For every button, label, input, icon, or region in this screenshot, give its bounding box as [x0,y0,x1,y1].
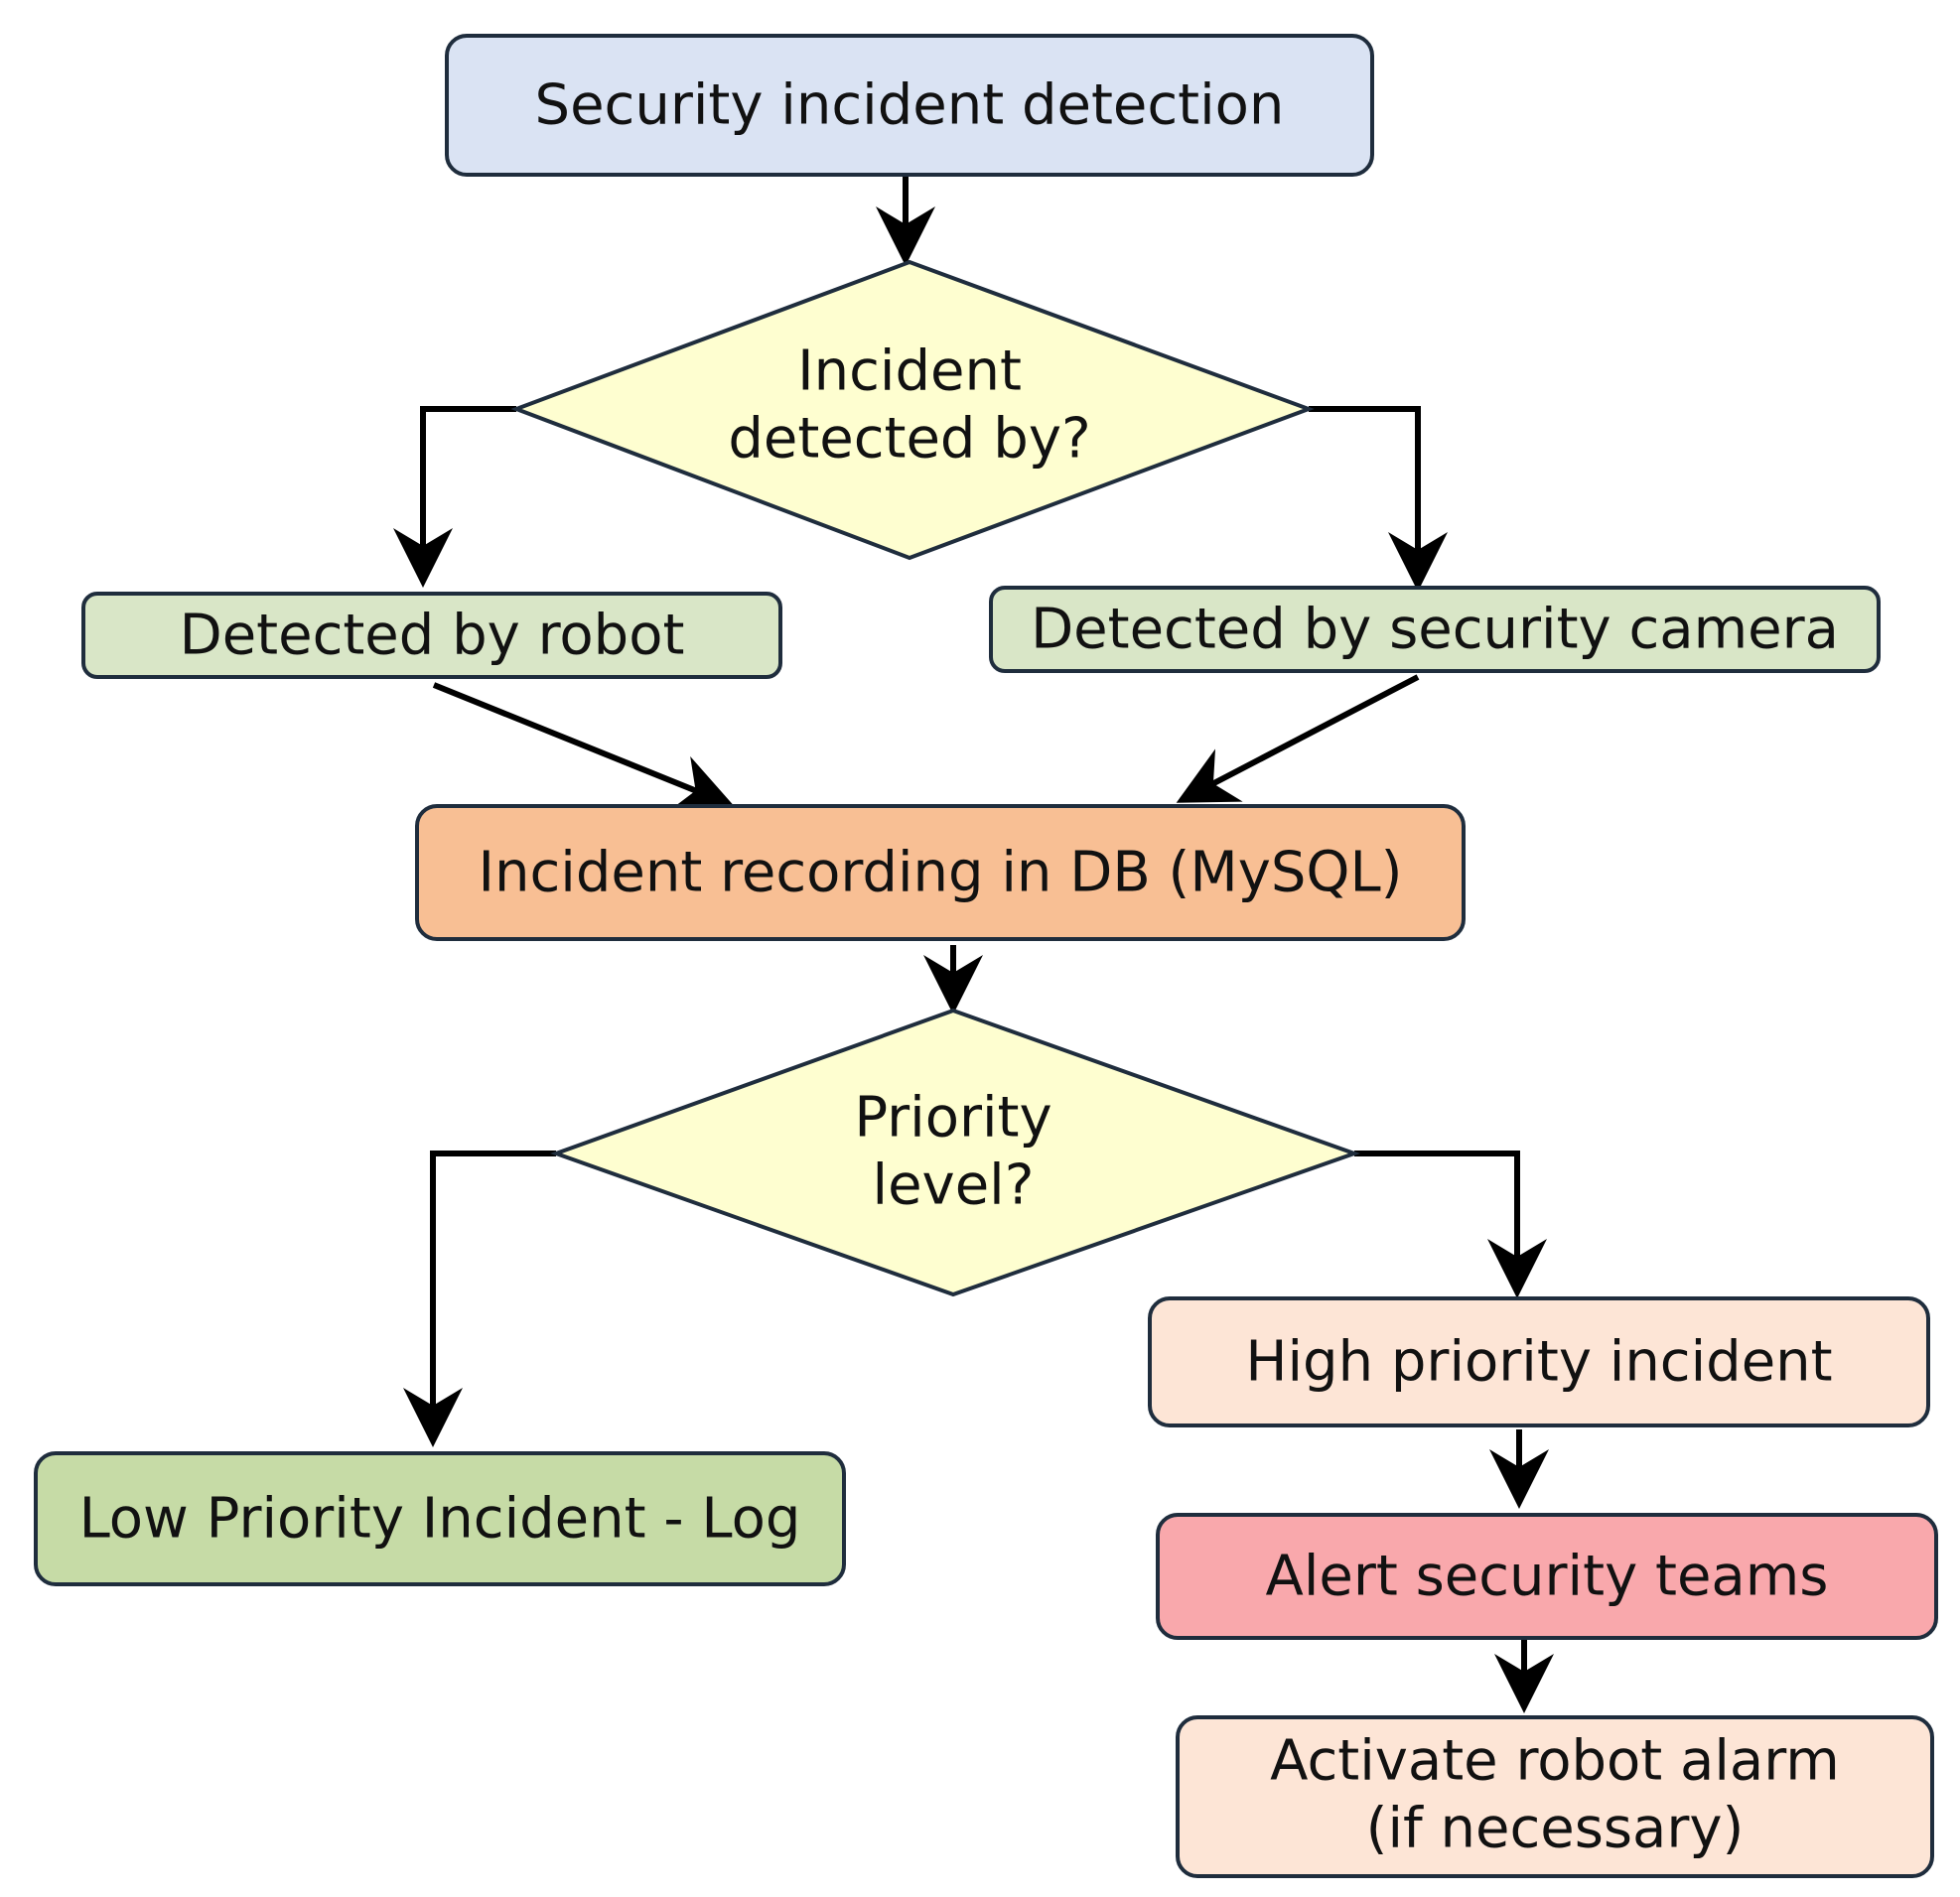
priority-decision-diamond [550,1008,1360,1297]
node-priority-level: Priority level? [550,1008,1360,1297]
arrow-robot-to-record [432,682,735,812]
arrow-decision-to-camera [1309,406,1448,592]
activate-line-1: Activate robot alarm [1270,1729,1840,1794]
node-high-priority: High priority incident [1148,1296,1930,1427]
source-decision-line-1: Incident [797,339,1022,404]
low-label: Low Priority Incident - Log [79,1487,801,1552]
source-decision-line-2: detected by? [728,407,1090,472]
camera-box [989,586,1881,673]
arrow-camera-to-record [1176,674,1420,803]
robot-box [81,592,782,679]
activate-box [1176,1715,1934,1878]
low-box [34,1451,846,1586]
record-box [415,804,1466,941]
robot-label: Detected by robot [180,604,685,668]
arrow-decision-to-robot [393,406,516,588]
priority-decision-line-2: level? [873,1153,1035,1218]
activate-line-2: (if necessary) [1366,1797,1745,1861]
node-detected-by-camera: Detected by security camera [989,586,1881,673]
arrow-priority-to-high [1354,1151,1547,1298]
source-decision-diamond [510,259,1315,561]
arrow-priority-to-low [403,1151,556,1447]
high-label: High priority incident [1245,1330,1832,1395]
priority-decision-line-1: Priority [854,1086,1051,1151]
high-box [1148,1296,1930,1427]
node-low-priority: Low Priority Incident - Log [34,1451,846,1586]
node-activate-robot-alarm: Activate robot alarm (if necessary) [1176,1715,1934,1878]
alert-box [1156,1513,1938,1640]
start-label: Security incident detection [535,73,1285,138]
camera-label: Detected by security camera [1031,598,1839,662]
start-box [445,34,1374,177]
record-label: Incident recording in DB (MySQL) [478,841,1402,905]
node-detected-by-robot: Detected by robot [81,592,782,679]
node-security-incident-detection: Security incident detection [445,34,1374,177]
node-alert-security-teams: Alert security teams [1156,1513,1938,1640]
node-incident-detected-by: Incident detected by? [510,259,1315,561]
node-incident-recording: Incident recording in DB (MySQL) [415,804,1466,941]
alert-label: Alert security teams [1266,1545,1829,1609]
connectors [393,177,1554,1713]
